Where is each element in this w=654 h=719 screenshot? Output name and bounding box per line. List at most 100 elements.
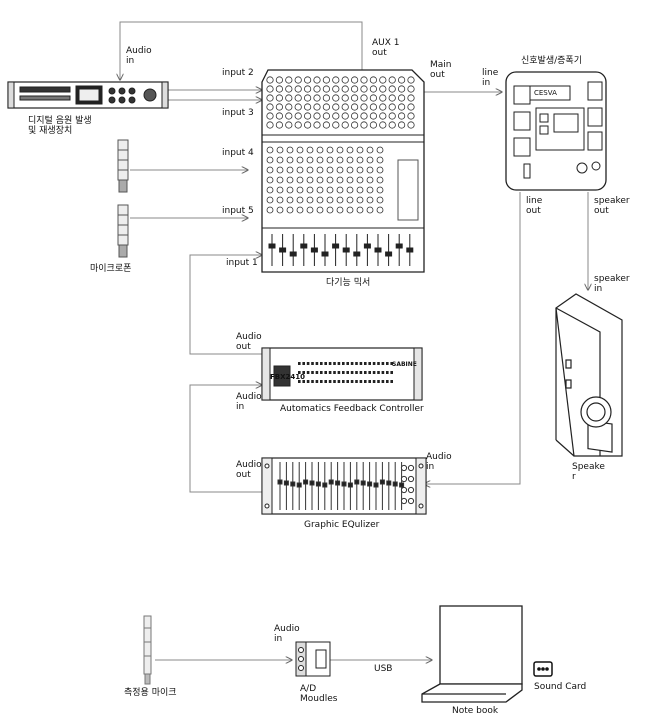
mixer-knob	[356, 196, 364, 204]
mixer-knob	[376, 166, 384, 174]
mixer-knob	[313, 112, 321, 120]
fbx-led	[333, 362, 336, 365]
mixer-knob	[379, 76, 387, 84]
fbx-led	[368, 362, 371, 365]
sound-card-icon	[533, 661, 553, 677]
mixer-knob	[296, 196, 304, 204]
microphones-label: 마이크로폰	[90, 264, 132, 274]
measurement-mic-label: 측정용 마이크	[124, 688, 177, 698]
mixer-fader-cap	[342, 247, 350, 253]
fbx-led	[306, 362, 310, 365]
mixer-knob	[286, 206, 294, 214]
equalizer-label: Graphic EQulizer	[304, 520, 380, 530]
line-out-line1: line	[526, 196, 543, 206]
fbx-led	[342, 362, 345, 365]
fbx-led	[342, 371, 345, 374]
speaker-in-label: speaker in	[594, 274, 630, 294]
mixer-knob	[332, 121, 340, 129]
mixer-knob	[294, 103, 302, 111]
mixer-knob	[369, 76, 377, 84]
fbx-led	[386, 380, 389, 383]
mixer-knob	[350, 94, 359, 102]
mixer-knob	[322, 112, 330, 120]
mixer-knob	[266, 186, 274, 194]
fbx-led	[368, 380, 371, 383]
signal-generator-label: 신호발생/증폭기	[521, 56, 582, 66]
mixer-knob	[397, 121, 406, 129]
mixer	[261, 69, 425, 273]
feedback-controller-label: Automatics Feedback Controller	[280, 404, 424, 414]
mixer-knob	[369, 112, 377, 120]
mixer-fader-cap	[353, 251, 361, 257]
fbx-led	[355, 371, 358, 374]
input5-label: input 5	[222, 206, 254, 216]
main-out-line1: Main	[430, 60, 452, 70]
mixer-knob	[356, 156, 364, 164]
mixer-knob	[275, 76, 283, 84]
fbx-led	[381, 362, 385, 365]
eq-knob	[407, 497, 415, 505]
mixer-knob	[316, 186, 324, 194]
mixer-knob	[303, 85, 312, 93]
mixer-knob	[313, 103, 321, 111]
eq-slider-cap	[392, 481, 398, 487]
mixer-knob	[388, 121, 396, 129]
mixer-knob	[366, 146, 374, 154]
mixer-knob	[286, 176, 294, 184]
mixer-knob	[306, 206, 314, 214]
ad-module	[295, 641, 331, 677]
mixer-knob	[266, 206, 274, 214]
fbx-led	[355, 380, 358, 383]
eq-slider-cap	[379, 479, 385, 485]
mixer-knob	[379, 85, 387, 93]
mixer-knob	[306, 156, 314, 164]
mixer-knob	[407, 121, 415, 129]
fbx-led	[390, 380, 393, 383]
mixer-knob	[341, 94, 349, 102]
mixer-knob	[303, 103, 312, 111]
fbx-led	[390, 362, 393, 365]
mixer-knob	[407, 103, 415, 111]
mixer-knob	[286, 156, 294, 164]
fbx-led	[298, 371, 301, 374]
fbx-led	[298, 380, 301, 383]
mixer-knob	[341, 121, 349, 129]
mixer-knob	[326, 196, 334, 204]
mixer-knob	[369, 121, 377, 129]
mixer-knob	[316, 156, 324, 164]
fbx-led	[337, 380, 341, 383]
mixer-faders	[268, 234, 414, 266]
fbx-led	[324, 362, 327, 365]
mixer-knob	[366, 186, 374, 194]
eq-audio-out-label: Audio out	[236, 460, 262, 480]
mixer-knob	[341, 103, 349, 111]
fbx-audio-out-line2: out	[236, 342, 251, 352]
audio-in-top-line2: in	[126, 56, 135, 66]
mixer-fader-cap	[268, 243, 276, 249]
main-out-label: Main out	[430, 60, 452, 80]
fbx-led	[324, 380, 327, 383]
fbx-led	[372, 380, 376, 383]
mixer-knob	[266, 196, 274, 204]
mixer-knob	[326, 166, 334, 174]
fbx-led	[372, 371, 376, 374]
eq-slider-cap	[347, 482, 353, 488]
mixer-knob	[366, 206, 374, 214]
feedback-controller	[261, 347, 423, 401]
mixer-knob	[397, 94, 406, 102]
mixer-knob	[360, 85, 368, 93]
mixer-knob	[286, 186, 294, 194]
mixer-knob	[332, 103, 340, 111]
mixer-knob	[376, 146, 384, 154]
mixer-knob	[366, 196, 374, 204]
mixer-knob	[294, 94, 302, 102]
speaker-out-label: speaker out	[594, 196, 630, 216]
mixer-fader-cap	[385, 251, 393, 257]
mixer-knob	[266, 121, 274, 129]
mixer-knob	[275, 103, 283, 111]
ad-audio-in-line1: Audio	[274, 624, 300, 634]
mixer-knob	[366, 156, 374, 164]
line-in-label: line in	[482, 68, 498, 88]
mixer-knob	[266, 76, 274, 84]
mixer-knob	[356, 186, 364, 194]
